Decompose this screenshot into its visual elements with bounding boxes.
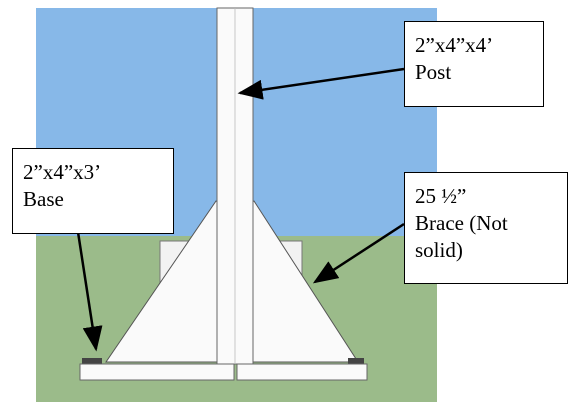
brace-label-name: Brace (Not	[415, 211, 508, 235]
base-label-dimensions: 2”x4”x3’	[23, 160, 102, 184]
base-dark-left	[82, 358, 102, 366]
post-label: 2”x4”x4’ Post	[404, 21, 544, 107]
base-dark-right	[348, 358, 364, 366]
brace-label: 25 ½” Brace (Not solid)	[404, 172, 568, 284]
post-arrow	[237, 67, 405, 100]
brace-label-length: 25 ½”	[415, 184, 467, 208]
base-label: 2”x4”x3’ Base	[12, 148, 174, 234]
post-label-dimensions: 2”x4”x4’	[415, 33, 494, 57]
post-label-name: Post	[415, 60, 452, 84]
base-label-name: Base	[23, 187, 64, 211]
brace-arrow	[312, 222, 405, 284]
brace-label-note: solid)	[415, 238, 463, 262]
base-arrow	[76, 231, 103, 352]
base-board-left	[79, 363, 235, 381]
base-board-right	[236, 363, 368, 381]
